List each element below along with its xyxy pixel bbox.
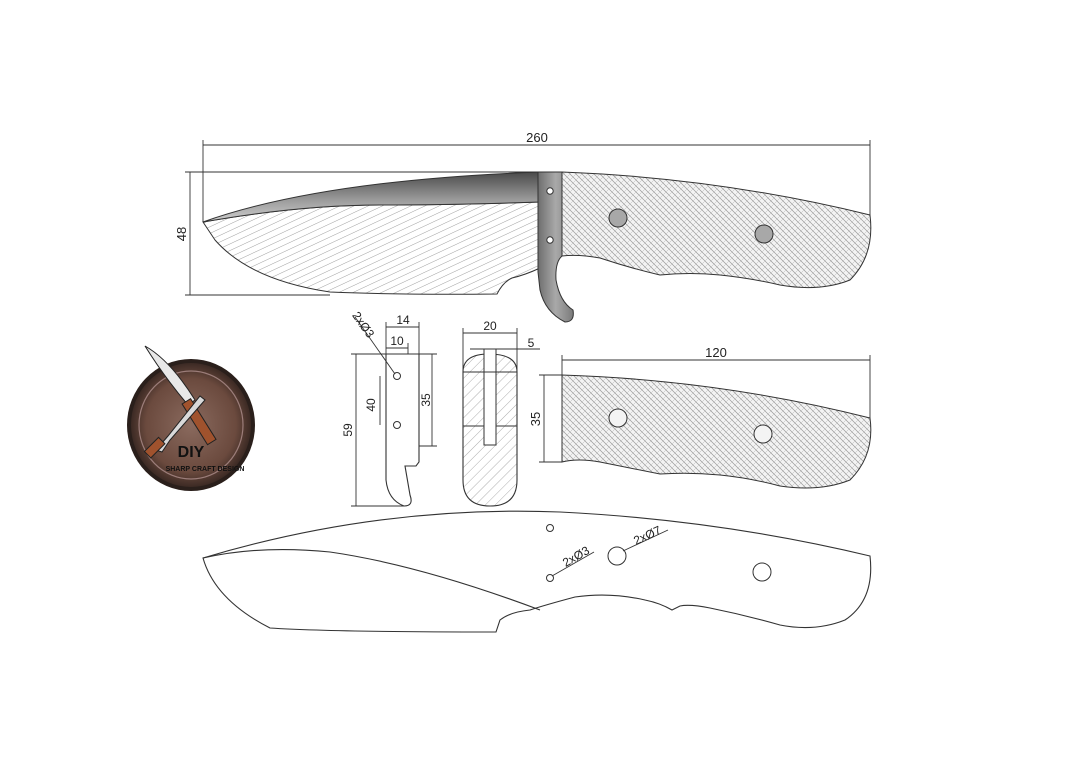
dim-overall-length: 260 bbox=[526, 130, 548, 145]
guard-pin-hole bbox=[393, 421, 401, 429]
logo-brand-text: SHARP CRAFT DESIGN bbox=[166, 466, 245, 473]
handle-pin-hole bbox=[608, 408, 628, 428]
assembled-knife: 260 48 bbox=[174, 130, 872, 323]
handle-pin-hole bbox=[753, 424, 773, 444]
tang-slot bbox=[483, 348, 497, 446]
dim-guard-width: 14 bbox=[396, 313, 410, 327]
blade-hollow-grind bbox=[202, 201, 541, 295]
dim-guard-hole-offset: 10 bbox=[390, 334, 404, 348]
dim-guard-top-width: 20 bbox=[483, 319, 497, 333]
dim-guard-hole-spacing: 40 bbox=[364, 398, 378, 412]
logo-diy-text: DIY bbox=[178, 444, 205, 461]
guard-front-view: 20 5 bbox=[462, 319, 540, 507]
dim-handle-length: 120 bbox=[705, 345, 727, 360]
tang-small-hole bbox=[546, 524, 554, 532]
dim-guard-height: 59 bbox=[341, 423, 355, 437]
handle-scale-view: 120 35 bbox=[528, 345, 872, 489]
guard-pin-hole bbox=[393, 372, 401, 380]
brand-logo: DIY SHARP CRAFT DESIGN bbox=[127, 345, 255, 491]
dim-guard-body-height: 35 bbox=[419, 393, 433, 407]
dim-tang-small-holes: 2xØ3 bbox=[560, 543, 592, 570]
blade-spine-grind bbox=[202, 171, 541, 223]
tang-small-hole bbox=[546, 574, 554, 582]
tang-large-hole bbox=[607, 546, 627, 566]
guard-pin bbox=[546, 236, 554, 244]
dim-handle-height: 35 bbox=[528, 412, 543, 426]
guard bbox=[537, 171, 574, 323]
handle-scale bbox=[561, 171, 872, 289]
blade-blank-outline: 2xØ3 2xØ7 bbox=[202, 510, 872, 633]
handle-pin bbox=[608, 208, 628, 228]
dim-guard-slot-width: 5 bbox=[528, 336, 535, 350]
guard-side-view: 14 10 2xØ3 59 40 35 bbox=[341, 309, 437, 507]
guard-pin bbox=[546, 187, 554, 195]
tang-large-hole bbox=[752, 562, 772, 582]
handle-pin bbox=[754, 224, 774, 244]
dim-blade-height: 48 bbox=[174, 227, 189, 241]
dim-guard-holes: 2xØ3 bbox=[349, 309, 377, 341]
dim-tang-large-holes: 2xØ7 bbox=[631, 523, 663, 548]
